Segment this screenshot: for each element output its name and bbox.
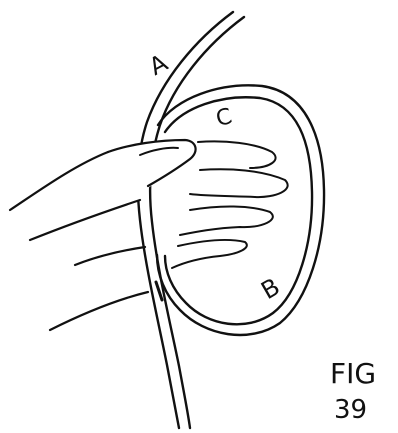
label-a: A: [145, 48, 173, 81]
loop-b: [157, 85, 324, 335]
hand-drawing: [10, 140, 288, 330]
figure-caption-number: 39: [334, 395, 367, 425]
figure-caption-fig: FIG: [330, 357, 376, 390]
label-b: B: [256, 273, 284, 305]
label-c: C: [213, 104, 234, 132]
